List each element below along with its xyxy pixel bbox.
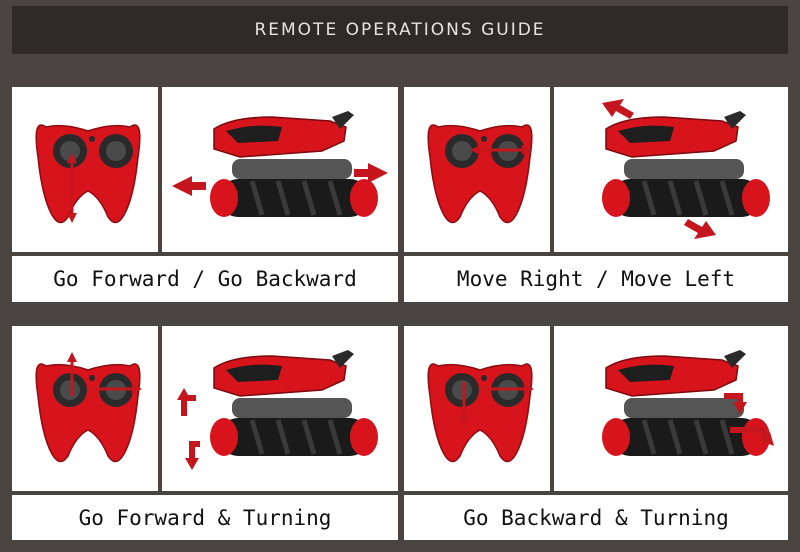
direction-arrow-icon (181, 395, 196, 416)
controller-icon (427, 124, 533, 224)
stunt-car-icon (177, 326, 398, 470)
stunt-car-icon (172, 87, 388, 252)
car-image-2 (554, 87, 788, 252)
controller-image-2 (404, 87, 550, 252)
controller-image-4 (404, 326, 550, 491)
car-image-1 (162, 87, 398, 252)
stunt-car-icon (554, 99, 788, 239)
direction-arrow-icon (684, 219, 716, 239)
direction-arrow-icon (354, 163, 388, 183)
page-title: REMOTE OPERATIONS GUIDE (254, 20, 546, 40)
caption-4: Go Backward & Turning (404, 495, 788, 540)
controller-icon (427, 363, 534, 463)
header-bar: REMOTE OPERATIONS GUIDE (12, 6, 788, 54)
car-image-3 (162, 326, 398, 491)
caption-1: Go Forward / Go Backward (12, 256, 398, 302)
controller-image-3 (12, 326, 158, 491)
stunt-car-icon (554, 326, 774, 491)
caption-3: Go Forward & Turning (12, 495, 398, 540)
direction-arrow-icon (189, 441, 200, 460)
controller-icon (35, 352, 142, 463)
caption-2: Move Right / Move Left (404, 256, 788, 302)
direction-arrow-icon (172, 176, 206, 196)
car-image-4 (554, 326, 788, 491)
direction-arrow-icon (602, 99, 634, 119)
controller-icon (35, 124, 141, 224)
controller-image-1 (12, 87, 158, 252)
